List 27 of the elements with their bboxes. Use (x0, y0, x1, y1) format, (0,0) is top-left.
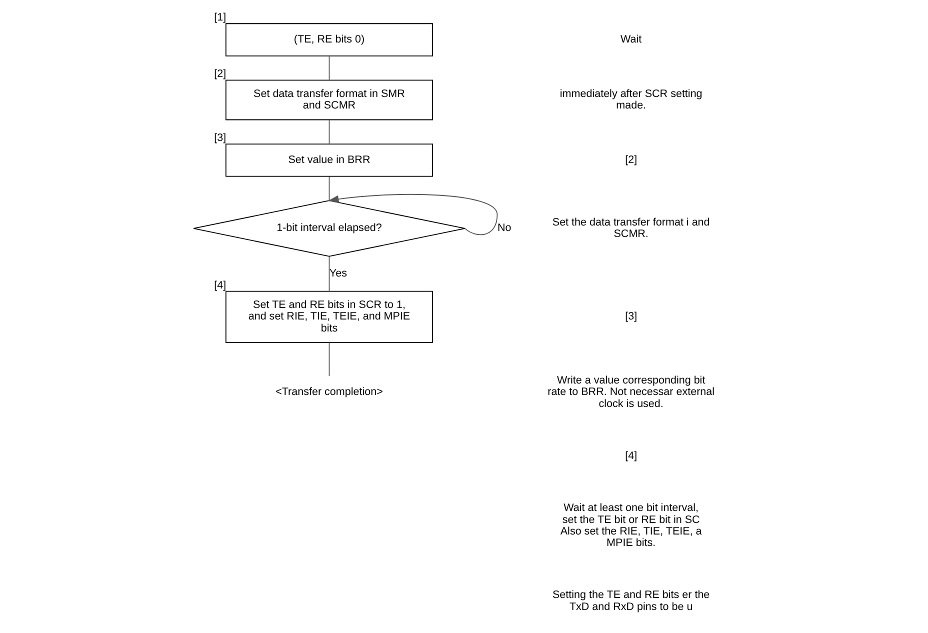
node-label: [2] (214, 68, 226, 80)
connector (328, 342, 330, 376)
edge-label: Yes (329, 268, 348, 280)
node-box: (TE, RE bits 0) (225, 23, 433, 56)
label: immediately after SCR setting made. (560, 88, 702, 112)
connector (328, 56, 330, 80)
arrow (328, 194, 498, 236)
node-box: Set TE and RE bits in SCR to 1, and set RIE, TIE, TEIE, and MPIE bits (225, 290, 433, 343)
label: Wait (620, 34, 642, 46)
node-label: [1] (214, 12, 226, 24)
label: [3] (625, 310, 638, 323)
connector (328, 176, 330, 201)
node-box: Set data transfer format in SMR and SCMR (225, 80, 433, 120)
node-text: <Transfer completion> (276, 386, 383, 398)
connector (328, 120, 330, 144)
node-label: [3] (214, 132, 226, 144)
label: Setting the TE and RE bits er the TxD and RxD pins to be u (552, 589, 710, 613)
label: Set the data transfer format i and SCMR. (552, 216, 710, 240)
node-diamond: 1-bit interval elapsed? (193, 200, 466, 257)
label: Wait at least one bit interval, set the TE bit or RE bit in SC Also set the RIE, TIE, TEIE, a MPIE bits. (560, 502, 702, 550)
label: Write a value corresponding bit rate to BRR. Not necessar external clock is used. (548, 374, 715, 410)
label: [2] (625, 154, 638, 166)
edge-label: No (498, 222, 512, 234)
node-box: Set value in BRR (225, 144, 433, 177)
connector (328, 256, 330, 292)
label: [4] (625, 450, 638, 462)
node-label: [4] (214, 279, 226, 292)
